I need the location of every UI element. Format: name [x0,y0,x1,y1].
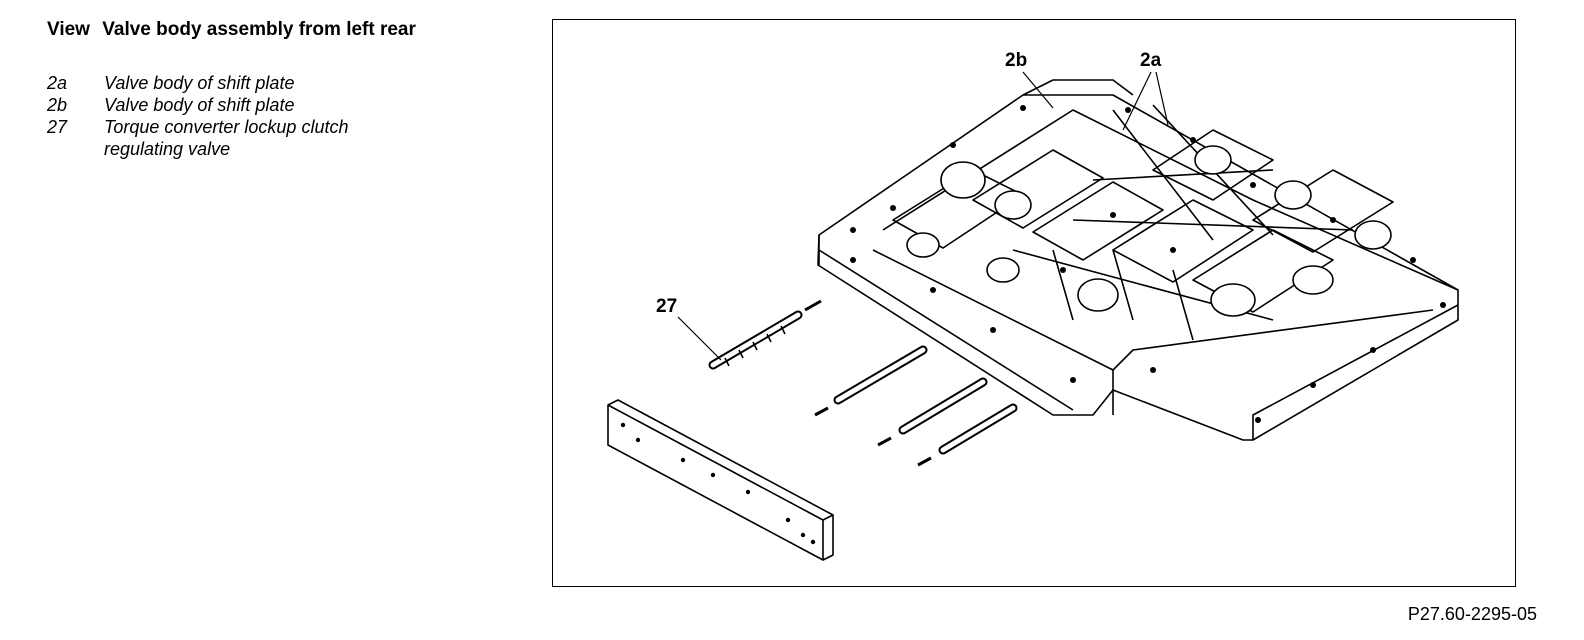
legend-item: 2a Valve body of shift plate [47,72,424,94]
page-heading: View Valve body assembly from left rear [47,19,416,41]
legend-item: 27 Torque converter lockup clutch regula… [47,116,424,160]
view-title: Valve body assembly from left rear [102,19,416,40]
view-label: View [47,19,90,40]
lockup-regulating-valve [708,299,822,370]
legend-text: Valve body of shift plate [104,95,295,115]
figure-code: P27.60-2295-05 [1407,604,1537,624]
callout-27: 27 [656,296,677,317]
valve-body-illustration: 2b 2a 27 [607,50,1459,561]
valve-body-assembly [817,79,1459,441]
legend-key: 27 [47,117,68,137]
callouts: 2b 2a 27 [656,50,1169,361]
legend-text: Valve body of shift plate [104,73,295,93]
legend-list: 2a Valve body of shift plate 2b Valve bo… [47,72,424,160]
callout-2a: 2a [1140,50,1162,71]
legend-key: 2b [47,95,68,115]
illustration-frame: 2b 2a 27 [552,19,1516,587]
legend-text: Torque converter lockup clutch regulatin… [104,117,349,159]
separator-plate [607,399,834,561]
callout-2b: 2b [1005,50,1027,71]
exploded-valves [814,345,1018,467]
legend-item: 2b Valve body of shift plate [47,94,424,116]
legend-key: 2a [47,73,68,93]
